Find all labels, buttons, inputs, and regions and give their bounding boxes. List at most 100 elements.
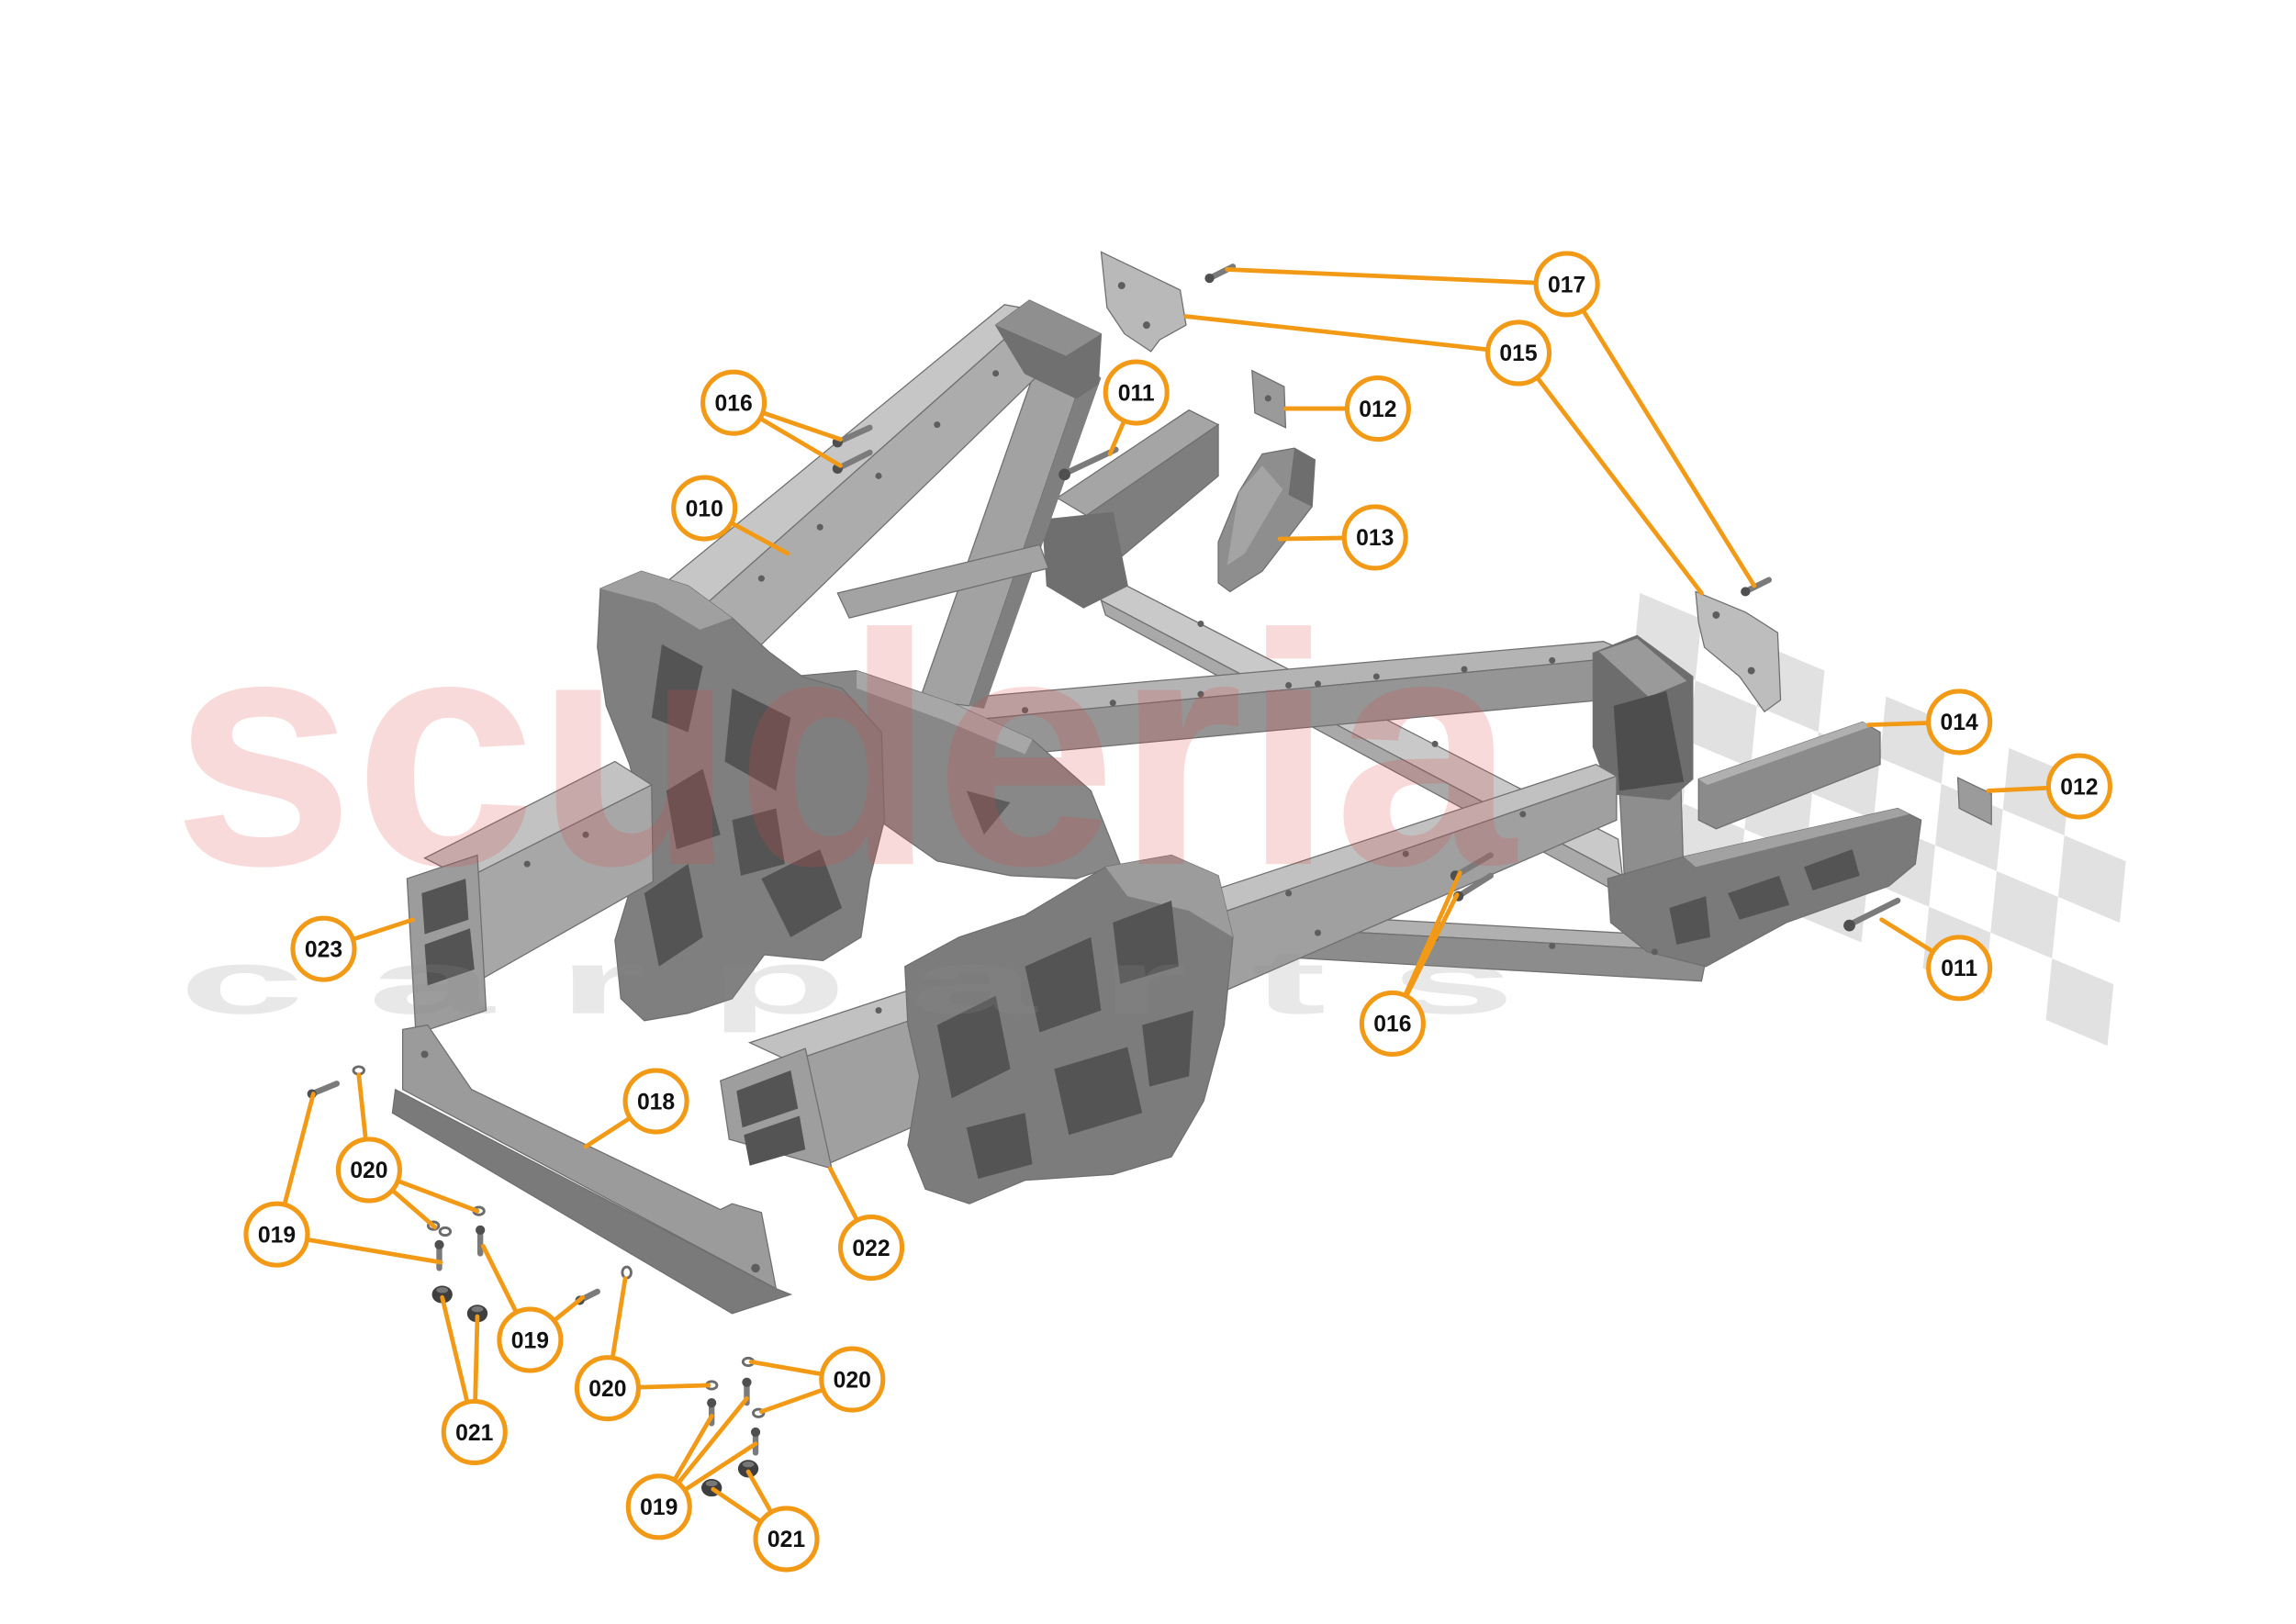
callout-number: 016	[1373, 1013, 1411, 1037]
hole	[1285, 890, 1293, 897]
hole	[934, 421, 941, 429]
watermark-brand: scuderia	[173, 566, 1518, 935]
part-callout[interactable]: 017	[1225, 251, 1757, 588]
right-suspension-tower-casting	[904, 854, 1234, 1204]
callout-ring	[335, 1137, 402, 1204]
hole	[1197, 621, 1204, 628]
part-callout[interactable]: 011	[1879, 917, 1993, 1002]
rear-crossbar	[836, 543, 1049, 619]
part-callout[interactable]: 016	[700, 369, 843, 468]
part-callout[interactable]: 020	[748, 1346, 886, 1415]
hole	[992, 370, 1000, 377]
small-plate	[1251, 369, 1287, 429]
hole	[1461, 666, 1468, 673]
callout-number: 010	[686, 497, 723, 521]
angled-bracket	[1217, 447, 1316, 593]
flag-square	[2045, 958, 2114, 1047]
leader-line	[1564, 282, 1757, 588]
callout-number: 014	[1941, 711, 1978, 735]
bolt	[1741, 577, 1772, 597]
bolt	[476, 1225, 486, 1257]
callout-number: 013	[1356, 526, 1394, 551]
callout-ring	[622, 1068, 689, 1135]
callout-ring	[441, 1398, 508, 1466]
part-callout[interactable]: 015	[1183, 314, 1704, 596]
part-callout[interactable]: 018	[583, 1068, 689, 1149]
callout-number: 015	[1499, 342, 1537, 366]
hole	[1022, 707, 1029, 714]
callout-ring	[1103, 359, 1170, 426]
long-angle-bracket	[391, 1024, 793, 1315]
callout-number: 020	[350, 1159, 387, 1183]
washer	[438, 1226, 453, 1238]
hole	[1372, 673, 1380, 680]
hole	[757, 575, 765, 582]
callout-number: 023	[305, 937, 342, 962]
part-callout[interactable]: 021	[711, 1469, 820, 1573]
callout-ring	[1533, 251, 1600, 318]
leader-line	[1516, 351, 1704, 596]
hole	[1712, 610, 1720, 619]
part-callout[interactable]: 010	[671, 475, 790, 556]
callout-ring	[1926, 689, 1993, 756]
part-callout[interactable]: 016	[1359, 870, 1462, 1058]
callout-number: 016	[714, 391, 752, 416]
bolt	[1843, 897, 1901, 932]
part-callout[interactable]: 019	[243, 1092, 443, 1268]
callout-ring	[671, 475, 738, 542]
part-callout[interactable]: 020	[335, 1072, 480, 1230]
rear-shim-plate	[1695, 590, 1782, 713]
bolt	[1058, 446, 1119, 481]
callout-number: 021	[767, 1528, 805, 1552]
part-callout[interactable]: 013	[1277, 504, 1408, 571]
flag-square	[1990, 870, 2058, 958]
left-suspension-tower-casting	[597, 570, 886, 1022]
hole	[1197, 690, 1204, 698]
hole	[523, 860, 531, 868]
callout-ring	[574, 1355, 641, 1422]
callout-ring	[1359, 990, 1426, 1058]
part-callout[interactable]: 014	[1865, 689, 1993, 756]
callout-ring	[290, 915, 357, 982]
callout-number: 020	[588, 1377, 626, 1402]
part-callout[interactable]: 022	[827, 1166, 905, 1282]
flag-square	[1689, 680, 1757, 768]
brand-watermark: scuderia c a r p a r t s	[173, 566, 1518, 1033]
hole	[1549, 656, 1556, 664]
part-callout[interactable]: 012	[1986, 753, 2112, 820]
callout-ring	[1926, 935, 1993, 1002]
part-callout[interactable]: 020	[574, 1276, 711, 1422]
callout-ring	[1341, 504, 1408, 571]
callout-ring	[837, 1214, 905, 1282]
callout-ring	[2045, 753, 2112, 820]
upper-shim-plate	[1100, 251, 1187, 353]
leader-line	[1183, 314, 1521, 355]
hole	[420, 1050, 429, 1058]
hole	[1264, 395, 1271, 402]
hole	[1747, 666, 1755, 675]
callout-ring	[497, 1306, 564, 1373]
part-callout[interactable]: 021	[440, 1294, 508, 1466]
washer	[426, 1220, 441, 1231]
callout-number: 012	[2060, 775, 2098, 800]
mounting-holes	[523, 370, 1658, 1014]
callout-number: 022	[852, 1237, 890, 1261]
right-front-end-plate	[720, 1047, 833, 1170]
apex-block	[994, 299, 1103, 399]
hole	[751, 1263, 760, 1273]
callout-number: 017	[1548, 273, 1585, 297]
right-crossmember	[1607, 807, 1922, 968]
callout-number: 011	[1941, 957, 1977, 981]
callout-ring	[1344, 375, 1411, 442]
part-callout[interactable]: 011	[1103, 359, 1170, 456]
hole	[1431, 740, 1439, 747]
callout-ring	[1484, 319, 1552, 386]
callout-ring	[700, 369, 767, 436]
part-callout[interactable]: 012	[1283, 375, 1411, 442]
part-callout[interactable]: 023	[290, 915, 416, 982]
part-callout[interactable]: 019	[480, 1244, 586, 1373]
part-callout[interactable]: 019	[625, 1395, 758, 1540]
nut	[737, 1460, 759, 1478]
rear-bracket	[1697, 721, 1881, 830]
loose-parts	[307, 251, 1992, 1497]
